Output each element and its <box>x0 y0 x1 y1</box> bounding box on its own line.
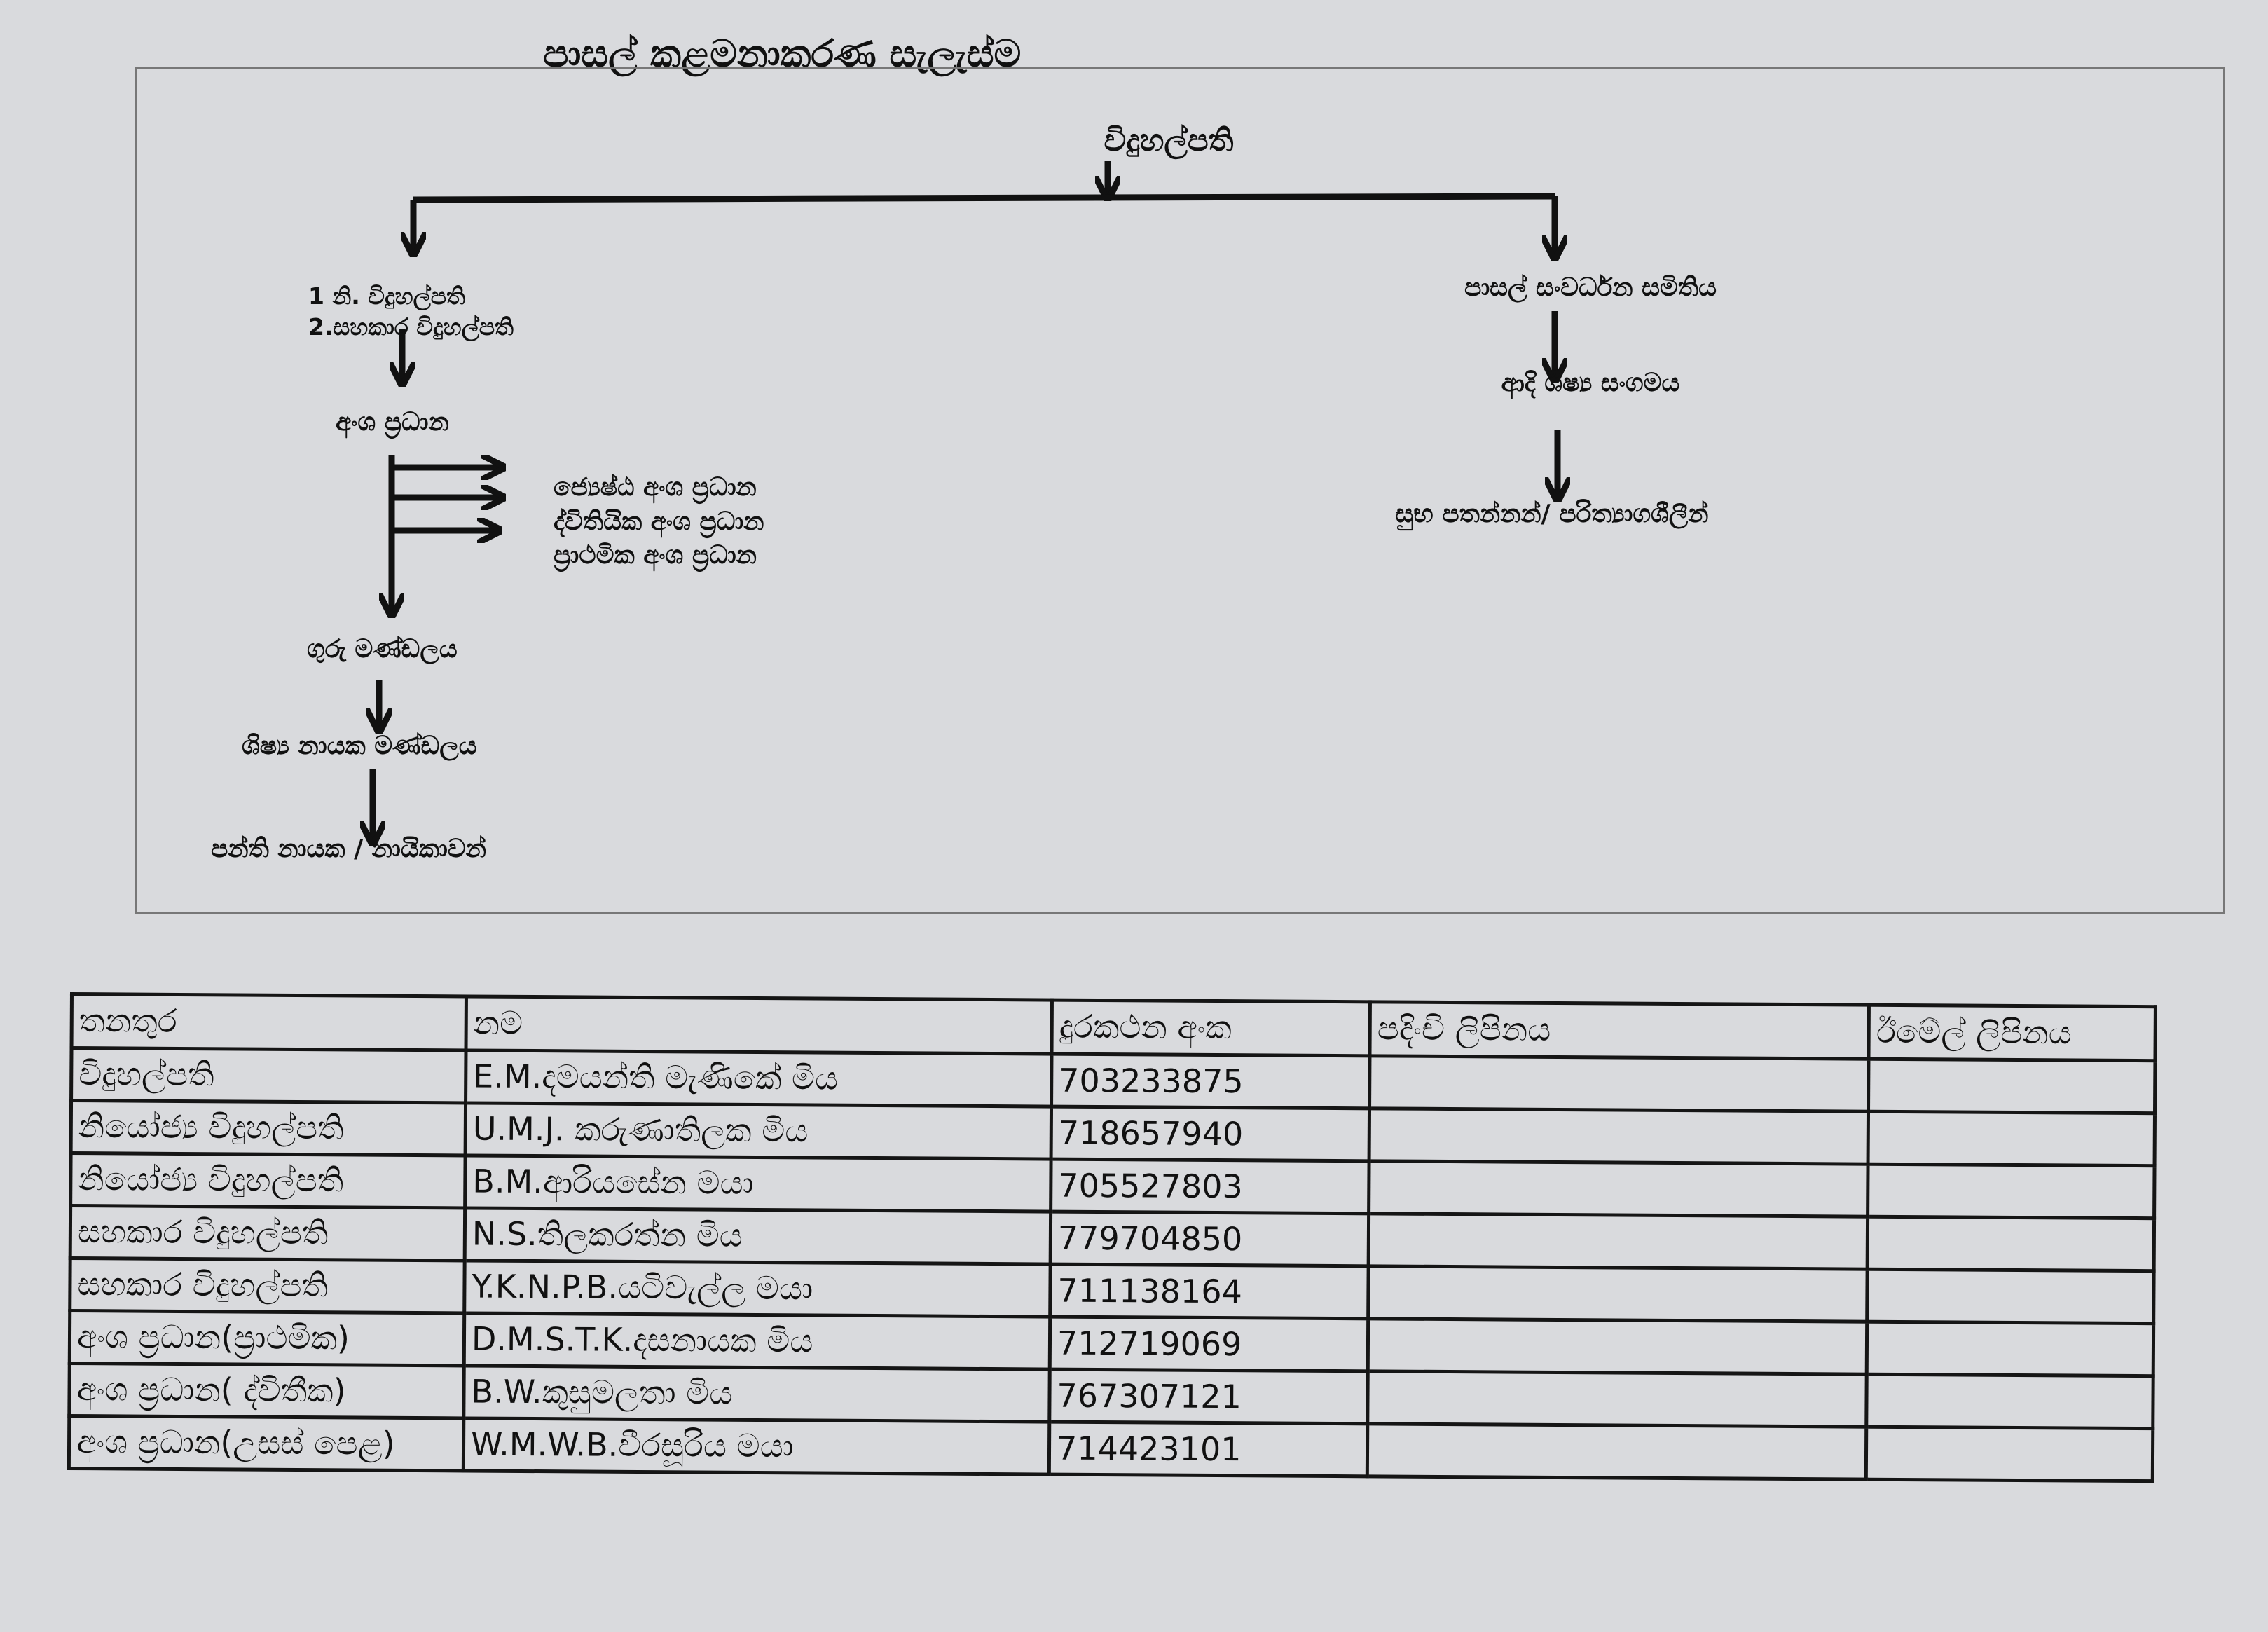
branch-line <box>413 193 1555 203</box>
cell-name: D.M.S.T.K.දසනායක මිය <box>464 1312 1050 1370</box>
cell-position: අංශ ප්‍රධාන( ද්විතීක) <box>69 1363 465 1418</box>
cell-email <box>1867 1216 2154 1271</box>
cell-phone: 712719069 <box>1050 1317 1368 1371</box>
cell-name: B.M.ආරියසේන මයා <box>465 1155 1052 1212</box>
node-deputy-1: 1 නි. විදුහල්පති <box>308 282 465 310</box>
node-sdc: පාසල් සංවර්ධන සමිතිය <box>1464 273 1717 302</box>
node-teachers-board: ගුරු මණ්ඩලය <box>307 635 458 664</box>
cell-address <box>1369 1055 1869 1112</box>
node-prefects-board: ශිෂ්‍ය නායක මණ්ඩලය <box>242 732 477 760</box>
cell-address <box>1367 1423 1867 1480</box>
cell-email <box>1866 1374 2154 1429</box>
header-phone: දුරකථන අංක <box>1051 1000 1370 1056</box>
cell-address <box>1368 1266 1868 1322</box>
org-chart-connectors <box>0 161 2268 925</box>
cell-phone: 711138164 <box>1050 1264 1369 1319</box>
node-wellwishers: සුභ පතන්නන්/ පරිත්‍යාගශීලීන් <box>1395 500 1709 528</box>
cell-name: N.S.තිලකරත්න මිය <box>465 1207 1051 1265</box>
cell-address <box>1368 1160 1869 1217</box>
cell-email <box>1868 1059 2155 1113</box>
cell-position: සහකාර විදුහල්පති <box>70 1205 465 1261</box>
cell-address <box>1368 1213 1868 1270</box>
cell-name: U.M.J. කරුණාතිලක මිය <box>465 1102 1052 1160</box>
cell-phone: 714423101 <box>1049 1422 1368 1476</box>
cell-email <box>1866 1427 2153 1481</box>
node-alumni: ආදි ශිෂ්‍ය සංගමය <box>1501 369 1680 397</box>
cell-email <box>1867 1269 2154 1324</box>
node-senior-head: ජ්‍යෙෂ්ඨ අංශ ප්‍රධාන <box>554 473 757 502</box>
cell-position: සහකාර විදුහල්පති <box>69 1258 465 1313</box>
cell-address <box>1367 1371 1867 1427</box>
cell-name: W.M.W.B.වීරසූරිය මයා <box>463 1418 1050 1475</box>
cell-name: E.M.දමයන්ති මැණිකේ මිය <box>465 1050 1052 1107</box>
header-position: තනතුර <box>71 994 467 1050</box>
node-class-monitors: පන්ති නායක / නායිකාවන් <box>211 835 486 863</box>
cell-phone: 703233875 <box>1051 1054 1370 1109</box>
cell-phone: 705527803 <box>1050 1159 1370 1214</box>
cell-position: අංශ ප්‍රධාන(උසස් පෙළ) <box>69 1415 464 1471</box>
staff-contact-table: තනතුර නම දුරකථන අංක පදිංචි ලිපිනය ඊමේල් … <box>67 992 2157 1483</box>
cell-email <box>1868 1111 2155 1166</box>
header-address: පදිංචි ලිපිනය <box>1369 1001 1869 1060</box>
org-chart-frame <box>135 67 2225 914</box>
cell-position: විදුහල්පති <box>71 1048 467 1103</box>
header-name: නම <box>466 996 1052 1055</box>
cell-email <box>1867 1164 2155 1219</box>
header-email: ඊමේල් ලිපිනය <box>1868 1005 2156 1061</box>
node-principal: විදුහල්පති <box>1104 123 1234 158</box>
cell-address <box>1368 1318 1867 1375</box>
node-deputy-2: 2.සහකාර විදුහල්පති <box>308 313 514 341</box>
cell-name: B.W.කුසුමලතා මිය <box>463 1365 1050 1422</box>
cell-name: Y.K.N.P.B.යටිවැල්ල මයා <box>464 1260 1051 1317</box>
cell-phone: 767307121 <box>1049 1369 1368 1424</box>
cell-address <box>1369 1108 1869 1165</box>
node-primary-head: ප්‍රාථමික අංශ ප්‍රධාන <box>554 541 757 570</box>
cell-position: අංශ ප්‍රධාන(ප්‍රාථමික) <box>69 1310 465 1366</box>
node-secondary-head: ද්විතියික අංශ ප්‍රධාන <box>554 507 764 536</box>
cell-email <box>1867 1322 2154 1376</box>
node-section-heads: අංශ ප්‍රධාන <box>336 408 449 437</box>
cell-phone: 779704850 <box>1050 1212 1369 1266</box>
cell-position: නියෝජ්‍ය විදුහල්පති <box>71 1100 466 1156</box>
cell-phone: 718657940 <box>1051 1106 1370 1161</box>
cell-position: නියෝජ්‍ය විදුහල්පති <box>70 1153 466 1208</box>
